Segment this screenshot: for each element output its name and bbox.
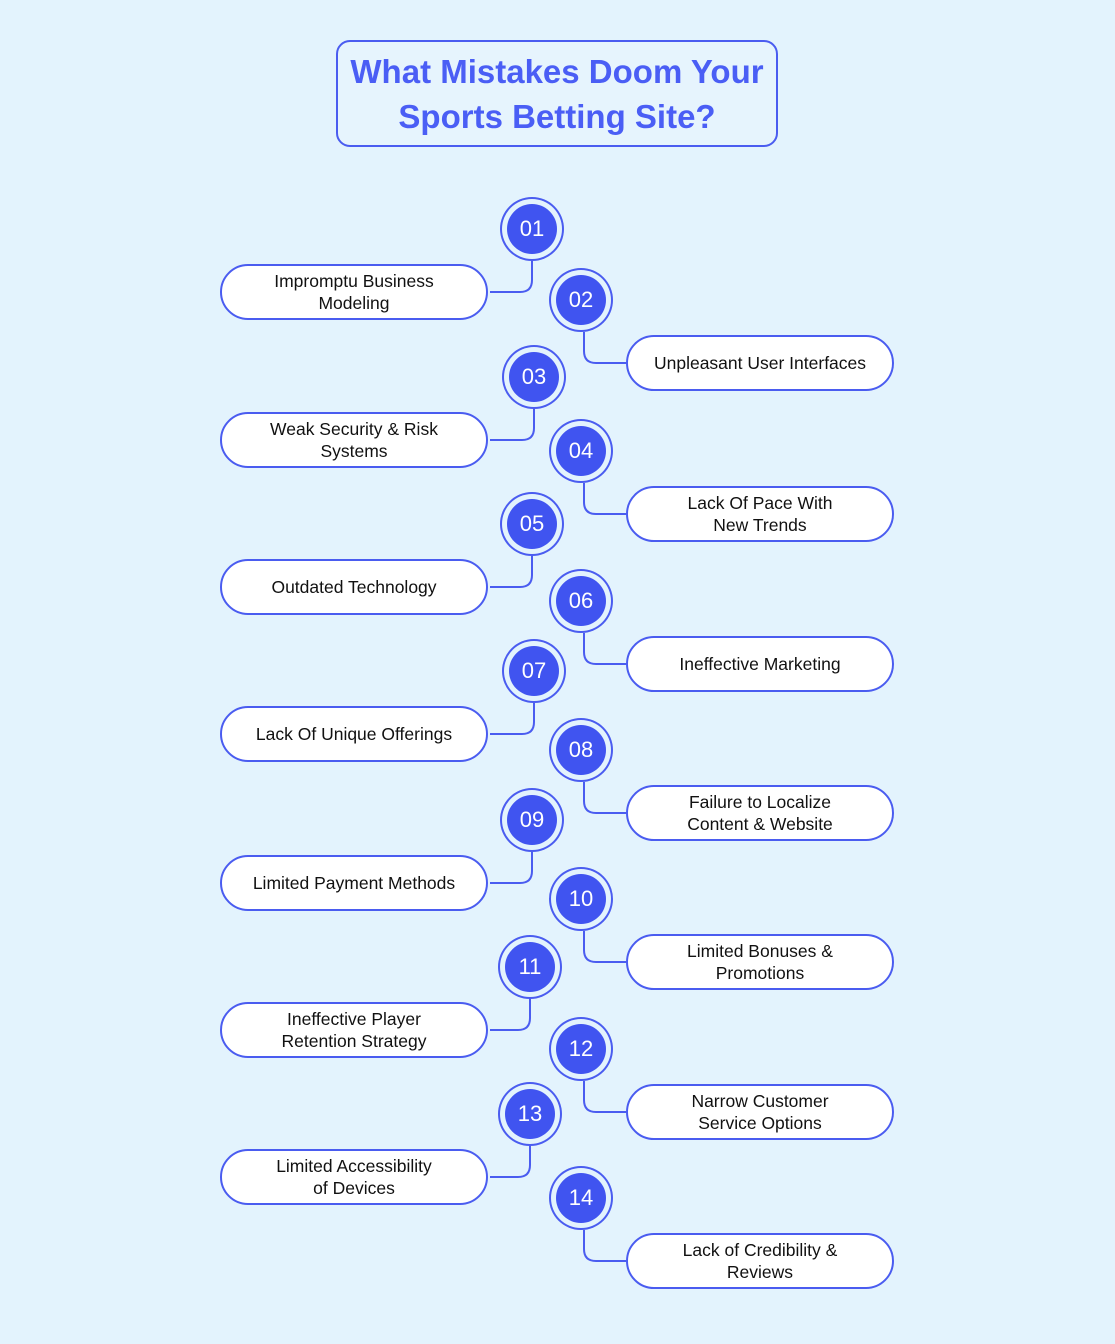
- step-number-01: 01: [507, 204, 557, 254]
- mistake-text: Lack Of Pace With New Trends: [687, 493, 833, 535]
- mistake-label-08: Failure to Localize Content & Website: [626, 785, 894, 841]
- connector-curve: [583, 931, 626, 963]
- connector-curve: [490, 999, 531, 1031]
- title-box: What Mistakes Doom Your Sports Betting S…: [336, 40, 778, 147]
- mistake-text: Narrow Customer Service Options: [691, 1091, 829, 1133]
- connector-curve: [583, 332, 626, 364]
- connector-curve: [583, 1081, 626, 1113]
- mistake-label-13: Limited Accessibility of Devices: [220, 1149, 488, 1205]
- step-number-14: 14: [556, 1173, 606, 1223]
- step-number-09: 09: [507, 795, 557, 845]
- step-number-08: 08: [556, 725, 606, 775]
- step-number-05: 05: [507, 499, 557, 549]
- title-line-1: What Mistakes Doom Your: [350, 52, 764, 90]
- step-number-11: 11: [505, 942, 555, 992]
- step-number-02: 02: [556, 275, 606, 325]
- connector-curve: [583, 1230, 626, 1262]
- step-number-12: 12: [556, 1024, 606, 1074]
- mistake-label-04: Lack Of Pace With New Trends: [626, 486, 894, 542]
- mistake-label-06: Ineffective Marketing: [626, 636, 894, 692]
- mistake-label-01: Impromptu Business Modeling: [220, 264, 488, 320]
- step-number-04: 04: [556, 426, 606, 476]
- connector-curve: [490, 261, 533, 293]
- connector-curve: [490, 703, 535, 735]
- mistake-label-03: Weak Security & Risk Systems: [220, 412, 488, 468]
- mistake-text: Limited Accessibility of Devices: [276, 1156, 432, 1198]
- mistake-label-11: Ineffective Player Retention Strategy: [220, 1002, 488, 1058]
- connector-curve: [490, 1146, 531, 1178]
- mistake-text: Weak Security & Risk Systems: [270, 419, 438, 461]
- connector-curve: [490, 556, 533, 588]
- step-number-03: 03: [509, 352, 559, 402]
- step-number-07: 07: [509, 646, 559, 696]
- title-line-2: Sports Betting Site?: [398, 97, 716, 135]
- mistake-label-05: Outdated Technology: [220, 559, 488, 615]
- mistake-label-14: Lack of Credibility & Reviews: [626, 1233, 894, 1289]
- step-number-06: 06: [556, 576, 606, 626]
- mistake-text: Impromptu Business Modeling: [274, 271, 434, 313]
- step-number-13: 13: [505, 1089, 555, 1139]
- mistake-label-07: Lack Of Unique Offerings: [220, 706, 488, 762]
- mistake-text: Limited Bonuses & Promotions: [687, 941, 833, 983]
- mistake-label-02: Unpleasant User Interfaces: [626, 335, 894, 391]
- connector-curve: [583, 483, 626, 515]
- connector-curve: [490, 409, 535, 441]
- mistake-text: Lack of Credibility & Reviews: [682, 1240, 838, 1282]
- mistake-label-09: Limited Payment Methods: [220, 855, 488, 911]
- connector-curve: [490, 852, 533, 884]
- mistake-label-10: Limited Bonuses & Promotions: [626, 934, 894, 990]
- mistake-label-12: Narrow Customer Service Options: [626, 1084, 894, 1140]
- mistake-text: Ineffective Player Retention Strategy: [281, 1009, 427, 1051]
- mistake-text: Lack Of Unique Offerings: [255, 724, 453, 744]
- mistake-text: Failure to Localize Content & Website: [687, 792, 833, 834]
- connector-curve: [583, 633, 626, 665]
- mistake-text: Limited Payment Methods: [252, 873, 456, 893]
- mistake-text: Unpleasant User Interfaces: [653, 353, 867, 373]
- mistake-text: Outdated Technology: [271, 577, 437, 597]
- connector-curve: [583, 782, 626, 814]
- mistake-text: Ineffective Marketing: [679, 654, 841, 674]
- step-number-10: 10: [556, 874, 606, 924]
